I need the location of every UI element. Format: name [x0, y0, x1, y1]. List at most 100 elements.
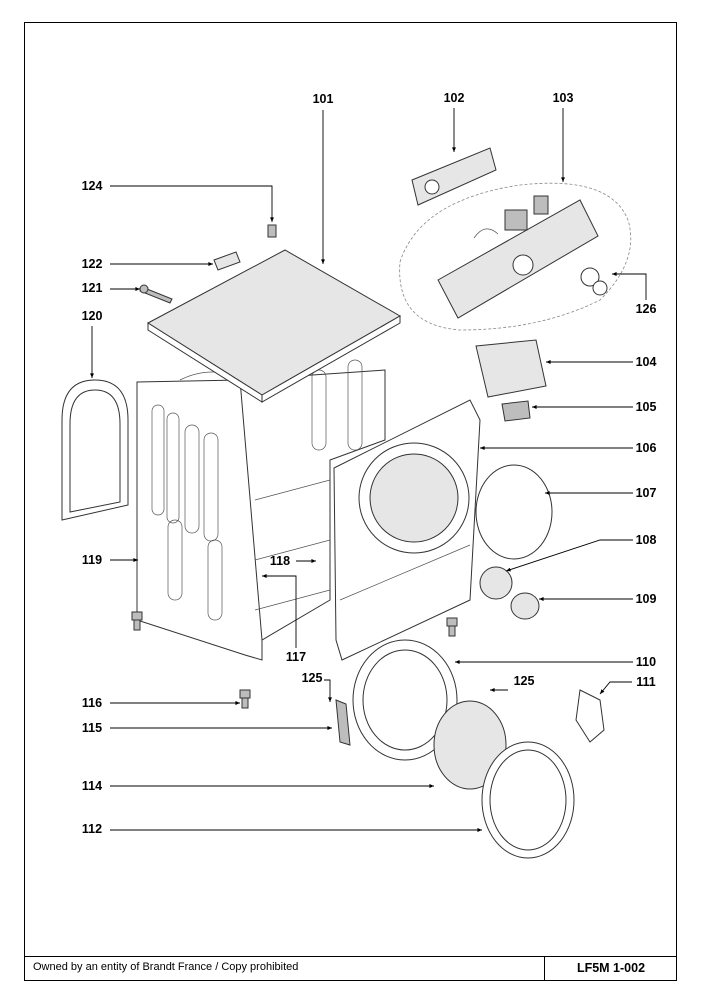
arrowhead-124	[270, 217, 274, 222]
arrowhead-110	[455, 660, 460, 664]
callout-101: 101	[313, 92, 334, 264]
arrowhead-109	[539, 597, 544, 601]
callout-label-115: 115	[82, 721, 102, 735]
leader-line-117	[262, 575, 297, 648]
callout-label-124: 124	[82, 179, 103, 193]
callout-label-122: 122	[82, 257, 103, 271]
arrowhead-104	[546, 360, 551, 364]
title-block: Owned by an entity of Brandt France / Co…	[24, 956, 677, 981]
arrowhead-126	[612, 272, 617, 276]
callout-label-109: 109	[636, 592, 657, 606]
callout-108: 108	[505, 533, 657, 572]
callout-label-103: 103	[553, 91, 574, 105]
callout-124: 124	[82, 179, 274, 222]
callout-label-108: 108	[636, 533, 657, 547]
arrowhead-112	[477, 828, 482, 832]
door-seal-ring-120	[61, 379, 129, 521]
callout-118: 118	[270, 554, 316, 568]
arrowhead-121	[135, 287, 140, 291]
cover-disc-107	[475, 464, 553, 560]
callout-103: 103	[553, 91, 574, 182]
callout-label-105: 105	[636, 400, 657, 414]
callout-121: 121	[82, 281, 140, 295]
arrowhead-119	[133, 558, 138, 562]
callout-105: 105	[532, 400, 656, 414]
door-glass-114	[433, 700, 507, 790]
callout-112: 112	[82, 822, 482, 836]
callout-label-112: 112	[82, 822, 102, 836]
callout-label-114: 114	[82, 779, 102, 793]
arrowhead-118	[311, 559, 316, 563]
callout-label-102: 102	[444, 91, 465, 105]
callout-label-118: 118	[270, 554, 290, 568]
front-panel-106	[333, 399, 481, 661]
ownership-note: Owned by an entity of Brandt France / Co…	[33, 961, 299, 973]
callout-126: 126	[612, 272, 656, 316]
callout-label-125b: 125	[514, 674, 535, 688]
arrowhead-125a	[328, 697, 332, 702]
control-panel-102	[411, 147, 497, 206]
callout-107: 107	[545, 486, 656, 500]
callout-106: 106	[480, 441, 656, 455]
door-ring-112	[481, 741, 575, 859]
callout-label-107: 107	[636, 486, 657, 500]
callout-125b: 125	[490, 674, 534, 692]
callout-116: 116	[82, 696, 240, 710]
leader-line-124	[110, 185, 273, 222]
callout-102: 102	[444, 91, 465, 152]
leader-line-108	[505, 539, 633, 572]
cabinet-body	[131, 359, 458, 709]
arrowhead-114	[429, 784, 434, 788]
module-105	[501, 400, 531, 422]
callout-125a: 125	[302, 671, 332, 702]
arrowhead-111	[600, 689, 605, 694]
callout-111: 111	[599, 675, 656, 695]
small-fittings	[139, 224, 277, 304]
arrowhead-108	[506, 567, 511, 572]
leader-line-126	[612, 273, 647, 300]
arrowhead-120	[90, 373, 94, 378]
callout-120: 120	[82, 309, 103, 378]
callout-label-126: 126	[636, 302, 657, 316]
drawer-handle-104	[475, 339, 547, 398]
arrowhead-116	[235, 701, 240, 705]
callout-114: 114	[82, 779, 434, 793]
arrowhead-117	[262, 574, 267, 578]
callout-104: 104	[546, 355, 656, 369]
arrowhead-101	[321, 259, 325, 264]
callout-label-104: 104	[636, 355, 657, 369]
callout-label-116: 116	[82, 696, 102, 710]
callout-label-119: 119	[82, 553, 102, 567]
callout-label-110: 110	[636, 655, 656, 669]
drawing-frame	[24, 22, 677, 981]
arrowhead-122	[208, 262, 213, 266]
callout-label-120: 120	[82, 309, 103, 323]
hinge-115	[335, 699, 351, 746]
drawing-reference: LF5M 1-002	[576, 961, 646, 975]
door-frame-110	[352, 639, 458, 761]
callout-109: 109	[539, 592, 656, 606]
arrowhead-115	[327, 726, 332, 730]
arrowhead-105	[532, 405, 537, 409]
callout-119: 119	[82, 553, 138, 567]
latch-111	[575, 689, 605, 743]
callout-label-117: 117	[286, 650, 306, 664]
callout-110: 110	[455, 655, 656, 669]
worktop-lid	[147, 249, 402, 403]
arrowhead-103	[561, 177, 565, 182]
callout-117: 117	[262, 574, 306, 664]
callout-label-111: 111	[636, 675, 656, 689]
leader-line-111	[599, 681, 632, 695]
callout-label-121: 121	[82, 281, 103, 295]
arrowhead-102	[452, 147, 456, 152]
arrowhead-125b	[490, 688, 495, 692]
part-108	[479, 566, 513, 600]
arrowhead-107	[545, 491, 550, 495]
leader-line-125a	[324, 679, 331, 702]
callout-115: 115	[82, 721, 332, 735]
callout-label-101: 101	[313, 92, 334, 106]
arrowhead-106	[480, 446, 485, 450]
callout-label-125a: 125	[302, 671, 323, 685]
title-block-divider	[544, 957, 545, 981]
